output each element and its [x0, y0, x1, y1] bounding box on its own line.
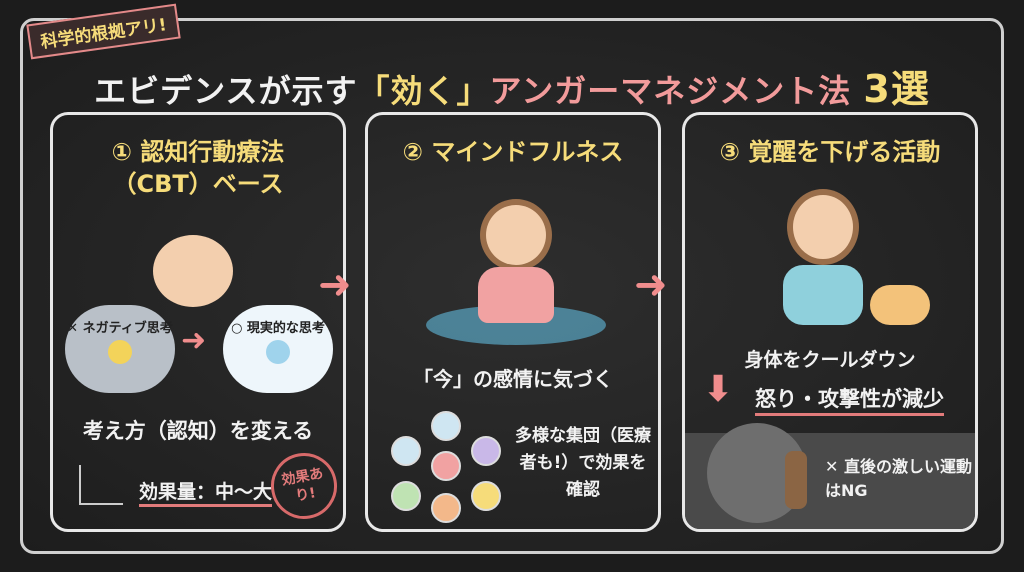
cat-icon	[870, 285, 930, 325]
panel-cbt: ① 認知行動療法 （CBT）ベース ✕ ネガティブ思考 ➜ ○ 現実的な思考 考…	[50, 112, 346, 532]
breathing-woman-icon	[793, 195, 853, 259]
panel-subheading: （CBT）ベース	[112, 170, 284, 198]
panel-heading: ③ 覚醒を下げる活動	[719, 138, 941, 166]
cloud-label: ○ 現実的な思考	[231, 321, 325, 336]
avatar	[431, 493, 461, 523]
warning-text: ✕ 直後の激しい運動はNG	[825, 457, 972, 500]
meditating-body-icon	[478, 267, 554, 323]
curved-arrow-icon: ➜	[318, 262, 352, 308]
cloud-label: ✕ ネガティブ思考	[67, 321, 173, 336]
title-part1: エビデンスが示す	[94, 72, 358, 110]
avatar	[471, 481, 501, 511]
woman-body-icon	[783, 265, 863, 325]
negative-thought-cloud: ✕ ネガティブ思考	[65, 305, 175, 393]
result-label: 怒り・攻撃性が減少	[755, 383, 944, 416]
panel-heading: ② マインドフルネス	[402, 138, 624, 166]
avatar	[431, 411, 461, 441]
title-part2: 「効く」	[357, 72, 490, 110]
panel-caption: 「今」の感情に気づく	[413, 367, 613, 391]
frown-face-icon	[108, 340, 132, 364]
right-arrow-icon: ➜	[181, 323, 207, 358]
down-arrow-icon: ⬇	[703, 369, 734, 410]
effect-stamp: 効果あり!	[265, 447, 343, 525]
title-part4: 3選	[863, 67, 930, 111]
panel-arousal: ③ 覚醒を下げる活動 身体をクールダウン ⬇ 怒り・攻撃性が減少 ✕ 直後の激し…	[682, 112, 978, 532]
punching-bag-icon	[785, 451, 807, 509]
panel-heading: ① 認知行動療法	[111, 138, 285, 166]
bar-chart-icon	[79, 465, 123, 505]
panel-caption: 考え方（認知）を変える	[82, 419, 314, 443]
effect-size-label: 効果量：中〜大	[139, 477, 273, 507]
title-part3: アンガーマネジメント法	[489, 72, 852, 110]
page-title: エビデンスが示す「効く」アンガーマネジメント法 3選	[0, 58, 1024, 113]
panel-caption: 身体をクールダウン	[744, 349, 916, 371]
diverse-group-icon	[386, 411, 506, 523]
realistic-thought-cloud: ○ 現実的な思考	[223, 305, 333, 393]
meditating-woman-icon	[486, 205, 546, 265]
curved-arrow-icon: ➜	[634, 262, 668, 308]
avatar	[391, 436, 421, 466]
avatar	[391, 481, 421, 511]
smile-face-icon	[266, 340, 290, 364]
avatar	[431, 451, 461, 481]
head-with-gears-icon	[153, 235, 233, 307]
evidence-note: 多様な集団（医療者も!）で効果を確認	[515, 426, 651, 500]
panel-mindfulness: ② マインドフルネス 「今」の感情に気づく 多様な集団（医療者も!）で効果を確認	[365, 112, 661, 532]
avatar	[471, 436, 501, 466]
